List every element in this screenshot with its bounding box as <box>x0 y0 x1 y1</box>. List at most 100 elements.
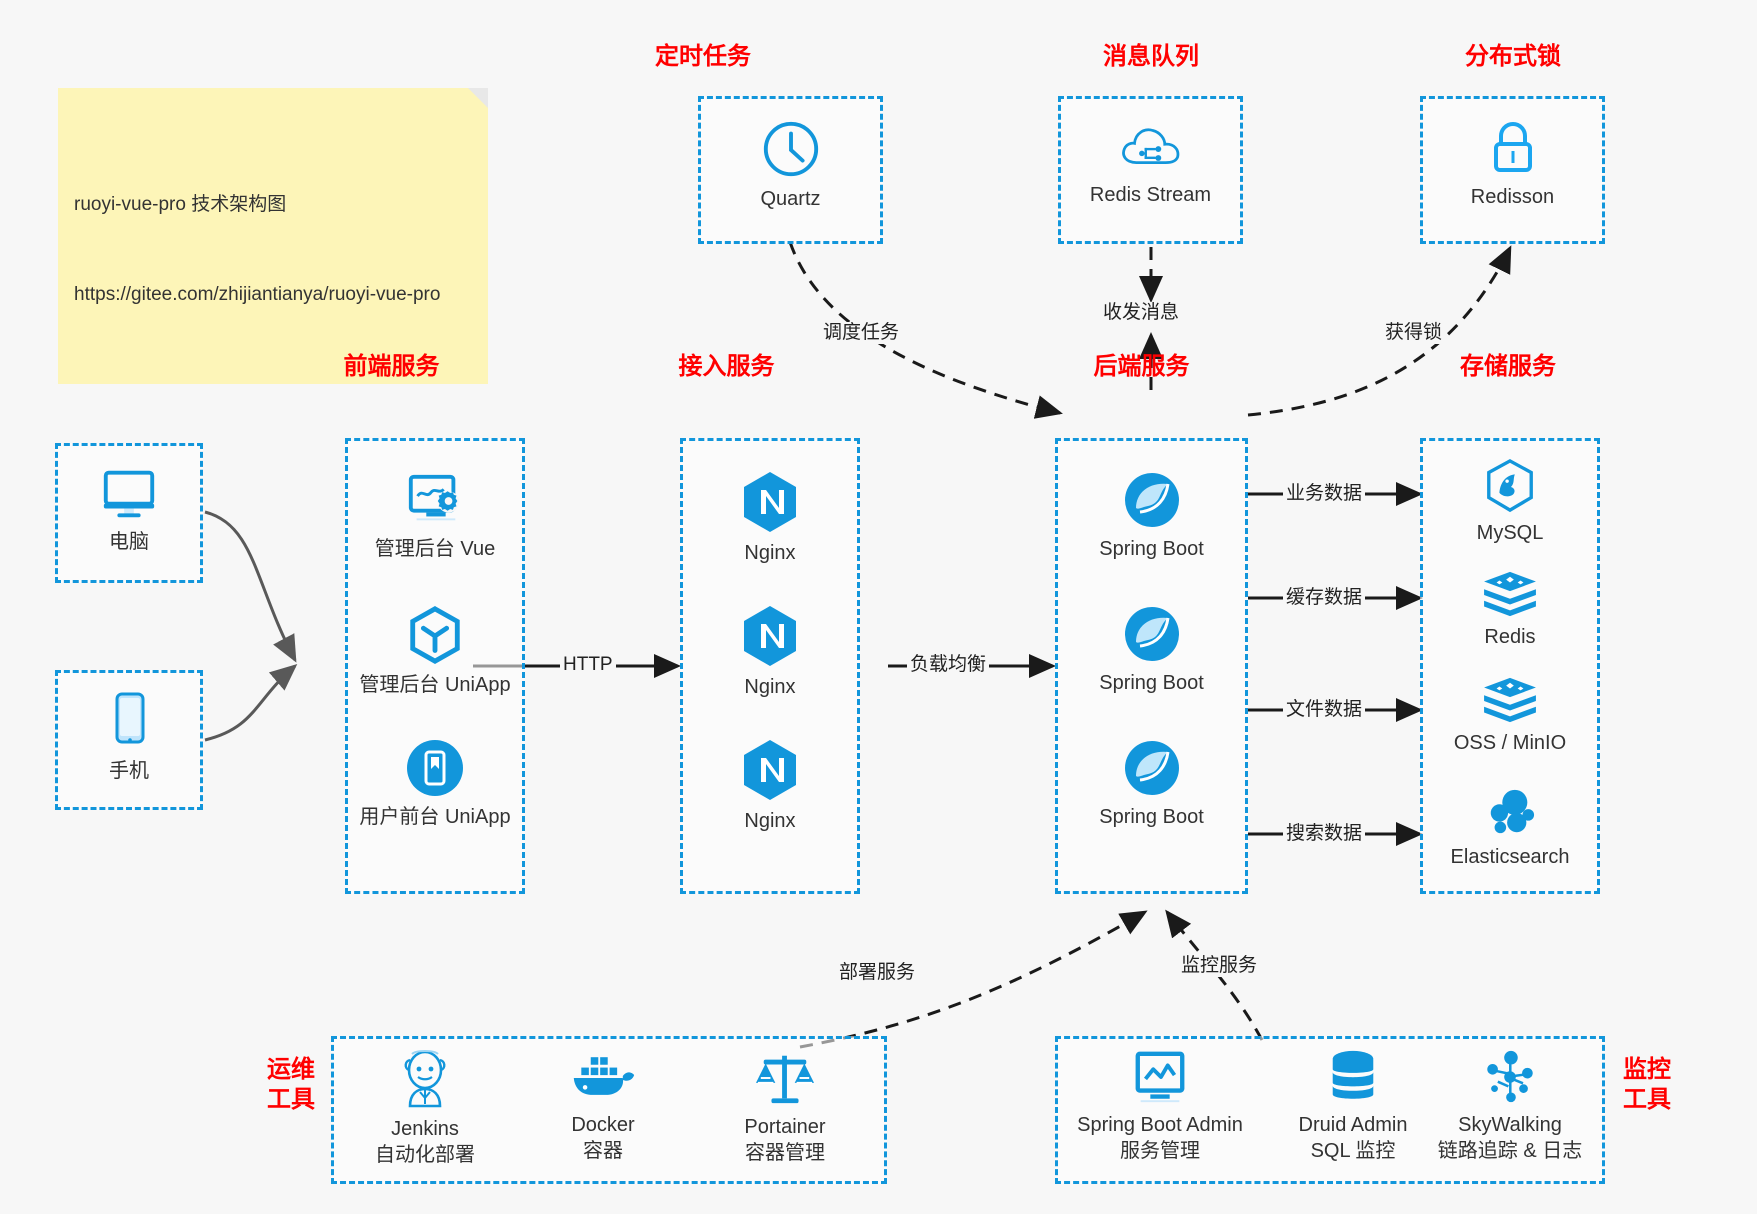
node-label: 用户前台 UniApp <box>359 806 511 828</box>
node-user-uniapp[interactable]: 用户前台 UniApp <box>345 738 525 830</box>
node-sublabel: 服务管理 <box>1120 1140 1200 1162</box>
node-redis-stream[interactable]: Redis Stream <box>1058 118 1243 208</box>
group-title-devops: 运维 工具 <box>267 1056 315 1113</box>
node-label: Redis Stream <box>1089 184 1212 206</box>
redis-icon <box>1484 571 1536 617</box>
node-portainer[interactable]: Portainer 容器管理 <box>700 1048 870 1166</box>
mysql-icon <box>1487 459 1533 513</box>
node-desktop[interactable]: 电脑 <box>55 463 203 555</box>
node-sublabel: SQL 监控 <box>1310 1140 1396 1162</box>
note-line-2: https://gitee.com/zhijiantianya/ruoyi-vu… <box>74 284 441 305</box>
node-quartz[interactable]: Quartz <box>698 118 883 212</box>
oss-icon <box>1484 677 1536 723</box>
jenkins-icon <box>404 1050 446 1108</box>
note-callout: ruoyi-vue-pro 技术架构图 https://gitee.com/zh… <box>58 88 488 384</box>
node-druid-admin[interactable]: Druid Admin SQL 监控 <box>1268 1048 1438 1164</box>
edge-label-monitor-service: 监控服务 <box>1178 955 1261 977</box>
cube-icon <box>410 606 460 664</box>
node-label: Docker <box>571 1114 635 1136</box>
node-label: Druid Admin <box>1298 1114 1408 1136</box>
nginx-icon <box>744 472 796 532</box>
note-fold-corner <box>468 88 488 108</box>
edge-label-send-receive: 收发消息 <box>1100 302 1183 324</box>
node-admin-uniapp[interactable]: 管理后台 UniApp <box>345 604 525 698</box>
node-label: Spring Boot <box>1099 806 1204 828</box>
node-label: Jenkins <box>391 1118 459 1140</box>
node-label: 管理后台 UniApp <box>359 674 511 696</box>
docker-icon <box>573 1057 635 1095</box>
node-spring-boot-3[interactable]: Spring Boot <box>1055 738 1248 830</box>
node-label: 电脑 <box>109 531 149 553</box>
node-spring-boot-2[interactable]: Spring Boot <box>1055 604 1248 696</box>
edge-label-cache-data: 缓存数据 <box>1283 587 1366 609</box>
edge-label-file-data: 文件数据 <box>1283 699 1366 721</box>
group-title-lock: 分布式锁 <box>1465 43 1561 70</box>
node-label: Spring Boot <box>1099 672 1204 694</box>
nginx-icon <box>744 740 796 800</box>
node-sublabel: 自动化部署 <box>375 1144 475 1166</box>
node-label: Nginx <box>744 810 796 832</box>
database-icon <box>1332 1050 1374 1099</box>
elasticsearch-icon <box>1490 789 1535 834</box>
node-label: MySQL <box>1476 522 1544 544</box>
node-sublabel: 链路追踪 & 日志 <box>1437 1140 1583 1162</box>
nginx-icon <box>744 606 796 666</box>
spring-icon <box>1124 473 1179 527</box>
edge-label-load-balance: 负载均衡 <box>907 654 990 676</box>
node-skywalking[interactable]: SkyWalking 链路追踪 & 日志 <box>1420 1048 1600 1164</box>
node-label: Spring Boot <box>1099 538 1204 560</box>
node-label: Nginx <box>744 676 796 698</box>
lock-icon <box>1493 122 1532 172</box>
node-label: Redisson <box>1470 186 1555 208</box>
group-box-mq <box>1058 96 1243 244</box>
node-nginx-2[interactable]: Nginx <box>680 604 860 700</box>
desktop-icon <box>103 470 155 518</box>
edge-label-schedule-task: 调度任务 <box>820 322 903 344</box>
group-title-monitor: 监控 工具 <box>1623 1056 1671 1113</box>
group-title-gateway: 接入服务 <box>678 353 775 380</box>
node-label: 手机 <box>109 760 149 782</box>
skywalking-icon <box>1487 1050 1533 1103</box>
node-label: Quartz <box>760 188 821 210</box>
spring-icon <box>1124 607 1179 661</box>
group-title-backend: 后端服务 <box>1093 353 1190 380</box>
node-nginx-1[interactable]: Nginx <box>680 470 860 566</box>
node-label: Portainer <box>744 1116 826 1138</box>
group-title-storage: 存储服务 <box>1460 353 1556 380</box>
node-spring-boot-admin[interactable]: Spring Boot Admin 服务管理 <box>1060 1048 1260 1164</box>
node-label: OSS / MinIO <box>1453 732 1567 754</box>
node-label: Spring Boot Admin <box>1077 1114 1243 1136</box>
edge-label-business-data: 业务数据 <box>1283 483 1366 505</box>
group-box-scheduler <box>698 96 883 244</box>
node-sublabel: 容器 <box>583 1140 623 1162</box>
cloud-stream-icon <box>1121 128 1179 164</box>
node-label: Redis <box>1484 626 1536 648</box>
node-jenkins[interactable]: Jenkins 自动化部署 <box>340 1048 510 1168</box>
group-title-frontend: 前端服务 <box>343 353 440 380</box>
node-spring-boot-1[interactable]: Spring Boot <box>1055 470 1248 562</box>
node-label: Elasticsearch <box>1450 846 1570 868</box>
node-mobile[interactable]: 手机 <box>55 690 203 784</box>
node-oss-minio[interactable]: OSS / MinIO <box>1420 676 1600 756</box>
node-elasticsearch[interactable]: Elasticsearch <box>1420 786 1600 870</box>
edge-label-deploy-service: 部署服务 <box>836 962 919 984</box>
edge-label-acquire-lock: 获得锁 <box>1382 322 1446 344</box>
scales-icon <box>755 1055 815 1104</box>
node-label: 管理后台 Vue <box>374 538 496 560</box>
node-nginx-3[interactable]: Nginx <box>680 738 860 834</box>
phone-app-icon <box>407 740 463 796</box>
spring-icon <box>1124 741 1179 795</box>
dashboard-icon <box>408 474 460 521</box>
mobile-icon <box>115 692 145 744</box>
node-docker[interactable]: Docker 容器 <box>518 1048 688 1164</box>
group-title-scheduler: 定时任务 <box>655 43 751 70</box>
node-redisson[interactable]: Redisson <box>1420 118 1605 210</box>
node-mysql[interactable]: MySQL <box>1420 458 1600 546</box>
node-redis[interactable]: Redis <box>1420 570 1600 650</box>
node-label: SkyWalking <box>1458 1114 1562 1136</box>
node-admin-vue[interactable]: 管理后台 Vue <box>345 470 525 562</box>
node-sublabel: 容器管理 <box>745 1142 825 1164</box>
group-title-mq: 消息队列 <box>1103 43 1199 70</box>
note-line-1: ruoyi-vue-pro 技术架构图 <box>74 194 287 215</box>
